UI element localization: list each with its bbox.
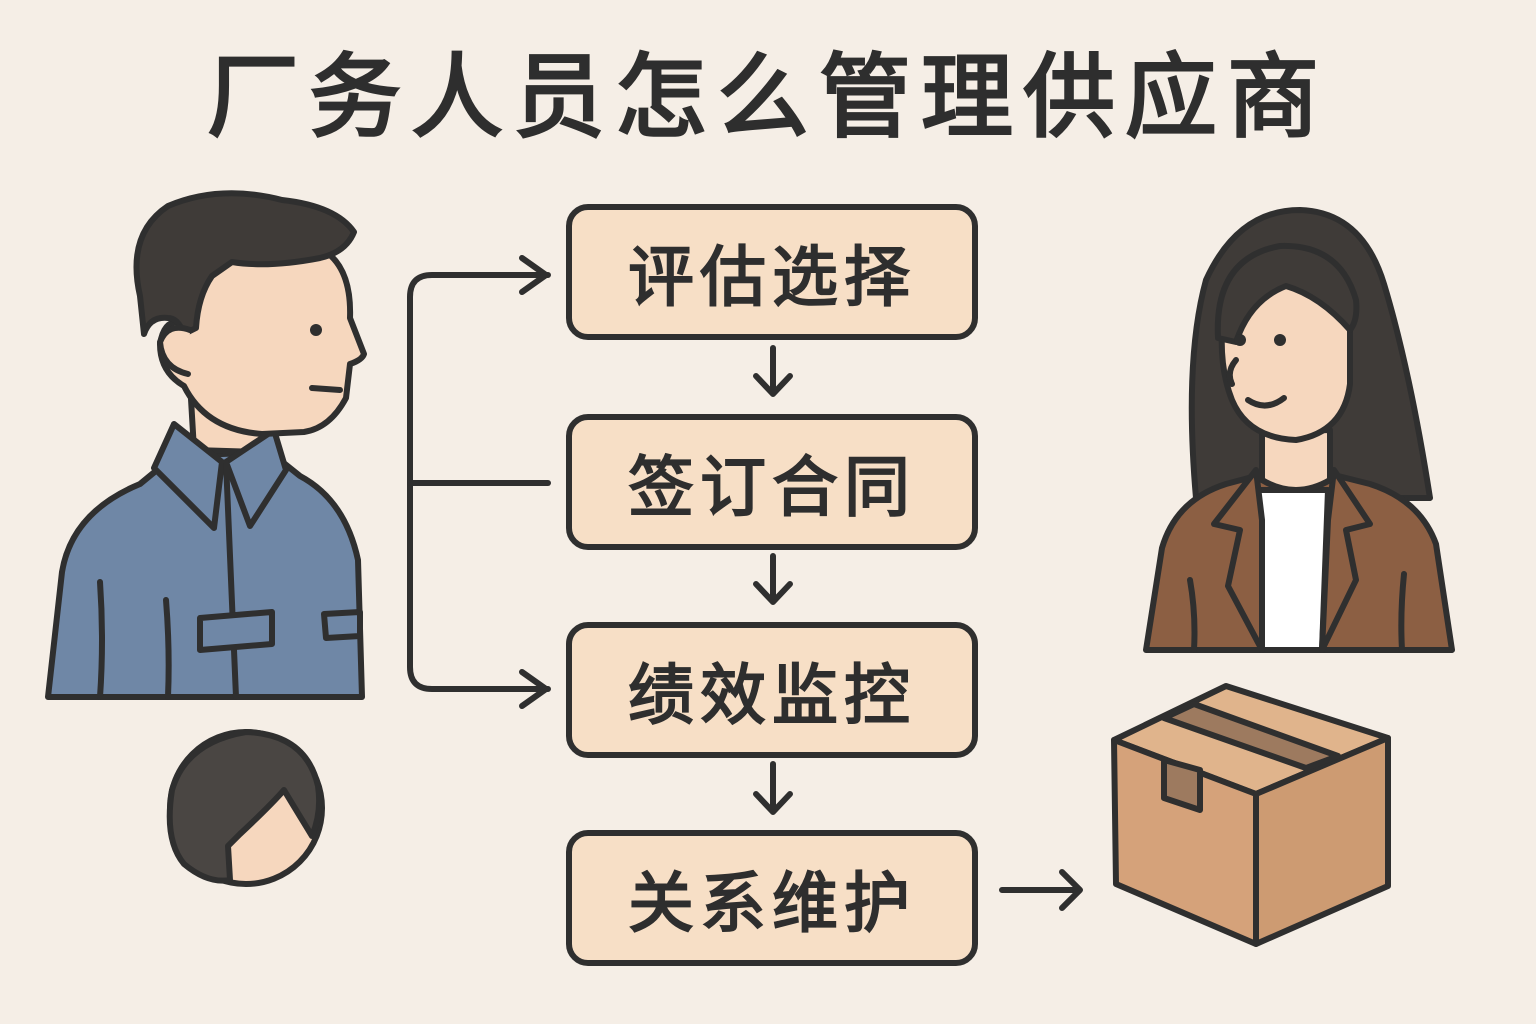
box-icon <box>1111 683 1391 947</box>
step-box-1: 评估选择 <box>566 204 978 340</box>
man-pocket-right <box>321 609 363 641</box>
arrowhead-to-step3 <box>519 669 549 709</box>
arrowhead-to-step1 <box>519 255 549 295</box>
arrow-step3-to-step4 <box>753 761 793 815</box>
page-title: 厂务人员怎么管理供应商 <box>206 44 1329 151</box>
man-shirt <box>45 449 365 700</box>
box-tape-flap <box>1161 757 1203 813</box>
step-box-3: 绩效监控 <box>566 622 978 758</box>
man-collar <box>151 421 289 531</box>
arrow-step1-to-step2 <box>753 345 793 397</box>
step-label-4: 关系维护 <box>628 865 916 942</box>
man-pocket-left <box>197 609 275 653</box>
box-tape <box>1161 701 1341 771</box>
step-box-2: 签订合同 <box>566 414 978 550</box>
woman-bangs <box>1214 242 1360 345</box>
arrow-to-box <box>999 869 1083 911</box>
step-label-2: 签订合同 <box>628 449 916 526</box>
small-person-icon <box>166 729 325 887</box>
box-right-side <box>1253 735 1391 947</box>
step-label-1: 评估选择 <box>628 239 916 316</box>
step-box-4: 关系维护 <box>566 830 978 966</box>
woman-lapel-left <box>1211 467 1265 653</box>
man-hair <box>133 190 357 337</box>
small-person-hair <box>166 729 323 884</box>
woman-icon <box>1143 207 1455 653</box>
arrow-step2-to-step3 <box>753 553 793 605</box>
woman-lapel-right <box>1319 467 1373 653</box>
man-icon <box>45 190 367 700</box>
step-label-3: 绩效监控 <box>628 657 916 734</box>
